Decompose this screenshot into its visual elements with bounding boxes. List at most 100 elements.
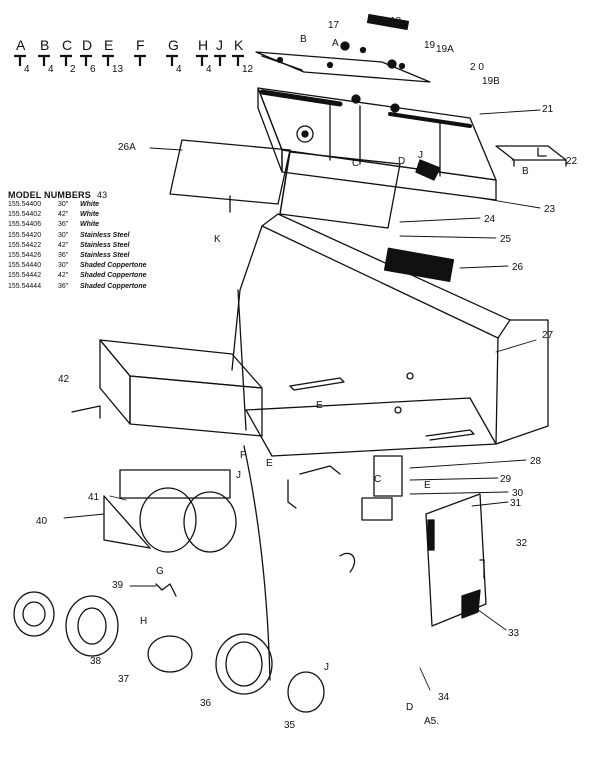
callout-27: 27 [542,330,554,341]
callout-25: 25 [500,234,512,245]
model-model: 155.54400 [8,201,42,208]
model-model: 155.54420 [8,231,42,239]
model-size: 36" [58,221,69,229]
callout-21: 21 [542,104,554,115]
blower-housing [257,87,497,201]
callout-24: 24 [484,214,496,225]
switch-box [361,455,403,521]
callout-32: 32 [516,538,528,549]
hardware-qty-b: 4 [48,64,54,75]
footer-code: A5. [424,716,439,727]
model-row: 155.54400 30" White [8,200,218,210]
callout-42: 42 [58,374,70,385]
callout-31: 31 [510,498,522,509]
screw-icon [196,54,208,66]
knobs-and-bulbs [13,583,325,713]
model-finish: White [80,211,100,219]
model-model: 155.54444 [8,282,42,290]
letter-c-b: C [374,474,381,485]
callout-30: 30 [512,488,524,499]
hardware-qty-e: 13 [112,64,124,75]
model-finish: Stainless Steel [80,241,130,249]
model-model: 155.54426 [8,252,42,260]
callout-19: 19 [424,40,436,51]
callout-18: 18 [390,16,402,27]
hardware-qty-h: 4 [206,64,212,75]
letter-c-mid: C [352,158,359,169]
letter-e-a: E [316,400,323,411]
light-housing [71,339,263,437]
model-model: 155.54402 [8,211,42,219]
heading-number: 43 [96,190,108,200]
screw-icon [134,54,146,66]
hardware-letter-a: A [16,37,26,53]
letter-e-b: E [266,458,273,469]
callout-33: 33 [508,628,520,639]
callout-17: 17 [328,20,340,31]
model-model: 155.54422 [8,241,42,249]
letter-k-mid: K [214,234,221,245]
model-model: 155.54442 [8,272,42,280]
callout-22: 22 [566,156,578,167]
letter-d-b: D [406,702,413,713]
model-size: 42" [58,272,69,280]
callout-20: 2 0 [470,62,484,73]
control-panel [425,493,487,627]
model-finish: White [80,201,100,208]
letter-h-a: H [140,616,147,627]
top-screws [340,13,410,70]
hardware-letter-h: H [198,37,208,53]
callout-19b: 19B [482,76,500,87]
leader-lines [63,109,563,691]
model-finish: Shaded Coppertone [80,272,147,280]
screw-icon [232,54,244,66]
hardware-qty-d: 6 [90,64,96,75]
callout-39: 39 [112,580,124,591]
model-size: 30" [58,231,69,239]
letter-j-mid: J [418,150,423,161]
letter-g-a: G [156,566,164,577]
callout-40: 40 [36,516,48,527]
bottom-pan [245,377,497,457]
model-size: 36" [58,252,69,260]
callout-37: 37 [118,674,130,685]
screw-icon [14,54,26,66]
top-mounting-strip [255,51,431,83]
letter-e-c: E [424,480,431,491]
callout-28: 28 [530,456,542,467]
model-finish: Stainless Steel [80,252,130,260]
callout-29: 29 [500,474,512,485]
hardware-qty-c: 2 [70,64,76,75]
model-size: 30" [58,201,69,208]
callout-numbers: 17 18 19 19A 2 0 19B 21 22 23 24 25 26 2… [36,16,578,731]
front-filter-panels [169,139,401,229]
model-row: 155.54402 42" White [8,210,218,220]
letter-j-b: J [324,662,329,673]
model-finish: Stainless Steel [80,231,130,239]
callout-36: 36 [200,698,212,709]
model-model: 155.54406 [8,221,42,229]
hardware-letter-j: J [216,37,223,53]
screw-icon [166,54,178,66]
callout-19a: 19A [436,44,454,55]
letter-j-c: J [236,470,241,481]
hardware-letter-d: D [82,37,92,53]
hardware-qty-k: 12 [242,64,254,75]
model-row: 155.54442 42" Shaded Coppertone [8,271,218,281]
hardware-letter-f: F [136,37,145,53]
screw-icon [80,54,92,66]
model-model: 155.54440 [8,262,42,270]
side-clip [495,145,567,167]
hardware-letter-b: B [40,37,49,53]
model-size: 30" [58,262,69,270]
screw-icon [214,54,226,66]
hardware-letter-e: E [104,37,113,53]
model-row: 155.54426 36" Stainless Steel [8,251,218,261]
model-size: 42" [58,211,69,219]
